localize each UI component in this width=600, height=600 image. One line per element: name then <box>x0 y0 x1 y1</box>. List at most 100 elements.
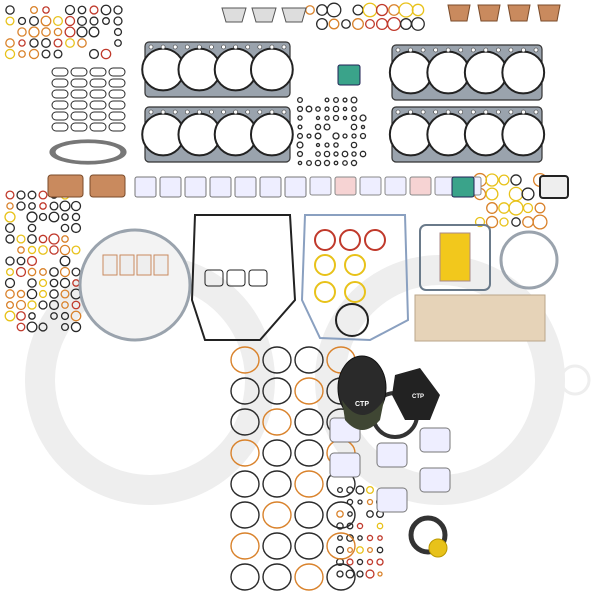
o-ring <box>296 132 304 140</box>
o-ring <box>5 300 15 310</box>
o-ring <box>296 105 304 113</box>
square-gasket <box>334 176 357 196</box>
o-ring <box>350 159 358 167</box>
valve-gasket <box>221 7 247 23</box>
o-ring <box>337 535 343 541</box>
bolt-hole <box>483 109 489 115</box>
o-ring <box>70 222 82 234</box>
bolt-hole <box>420 109 426 115</box>
cylinder-bore <box>463 112 508 157</box>
o-ring <box>100 4 112 16</box>
o-ring <box>5 289 15 299</box>
valve-gasket <box>251 7 277 23</box>
large-o-ring <box>294 439 324 467</box>
bolt-hole <box>197 44 202 50</box>
o-ring <box>356 522 364 530</box>
bolt-hole <box>408 109 413 115</box>
o-ring <box>59 244 71 256</box>
small-gasket <box>89 89 107 99</box>
o-ring <box>18 50 26 58</box>
o-ring <box>28 202 36 210</box>
square-gasket <box>134 176 157 198</box>
o-ring <box>351 133 357 139</box>
o-ring <box>377 535 383 541</box>
o-ring <box>49 289 59 299</box>
o-ring <box>314 159 322 167</box>
o-ring <box>18 39 26 47</box>
o-ring <box>346 558 354 566</box>
small-gasket <box>51 67 69 77</box>
o-ring <box>356 570 364 578</box>
o-ring <box>365 485 375 495</box>
o-ring <box>324 142 330 148</box>
bolt-hole <box>395 109 401 115</box>
o-ring <box>376 558 384 566</box>
oil-pan-gasket <box>419 224 491 291</box>
o-ring <box>315 115 321 121</box>
o-ring <box>296 96 304 104</box>
o-ring <box>5 38 15 48</box>
small-gasket <box>204 269 224 287</box>
small-gasket <box>70 122 88 132</box>
o-ring <box>366 534 374 542</box>
o-ring <box>352 18 364 30</box>
o-ring <box>511 217 521 227</box>
o-ring <box>16 201 26 211</box>
o-ring <box>38 300 48 310</box>
o-ring <box>64 26 76 38</box>
small-gasket <box>108 122 126 132</box>
small-gasket <box>70 89 88 99</box>
o-ring <box>16 234 26 244</box>
bolt-hole <box>172 44 178 50</box>
o-ring <box>342 160 348 166</box>
o-ring <box>522 202 534 214</box>
o-ring <box>296 150 304 158</box>
o-ring <box>53 38 63 48</box>
small-gasket <box>70 78 88 88</box>
o-ring <box>315 17 329 31</box>
o-ring <box>332 105 340 113</box>
cylinder-bore <box>388 50 433 95</box>
o-ring <box>351 106 357 112</box>
o-ring <box>366 510 374 518</box>
o-ring <box>40 15 52 27</box>
o-ring <box>323 150 331 158</box>
o-ring <box>323 159 331 167</box>
coiled-seal <box>54 141 122 163</box>
o-ring <box>5 234 15 244</box>
square-gasket <box>384 176 407 196</box>
o-ring <box>26 288 38 300</box>
o-ring <box>314 132 322 140</box>
o-ring <box>29 16 39 26</box>
square-gasket <box>329 452 361 478</box>
o-ring <box>364 18 376 30</box>
small-gasket <box>226 269 246 287</box>
o-ring <box>366 546 374 554</box>
copper-gasket <box>47 174 84 198</box>
o-ring <box>71 267 81 277</box>
o-ring <box>5 16 15 26</box>
bolt-hole <box>148 44 154 50</box>
o-ring <box>41 38 51 48</box>
o-ring <box>314 254 336 276</box>
green-gasket <box>451 176 475 198</box>
o-ring <box>332 132 340 140</box>
o-ring <box>61 301 69 309</box>
bolt-hole <box>281 109 287 115</box>
o-ring <box>28 48 40 60</box>
cap-brim <box>342 400 384 430</box>
o-ring <box>342 97 348 103</box>
square-gasket <box>234 176 257 198</box>
small-gasket <box>89 122 107 132</box>
square-gasket <box>376 487 408 513</box>
o-ring <box>350 96 358 104</box>
large-o-ring <box>262 563 292 591</box>
o-ring <box>49 245 59 255</box>
o-ring <box>38 234 48 244</box>
o-ring <box>39 268 47 276</box>
o-ring <box>6 202 14 210</box>
o-ring <box>328 18 340 30</box>
small-gasket <box>51 122 69 132</box>
square-gasket <box>359 176 382 196</box>
